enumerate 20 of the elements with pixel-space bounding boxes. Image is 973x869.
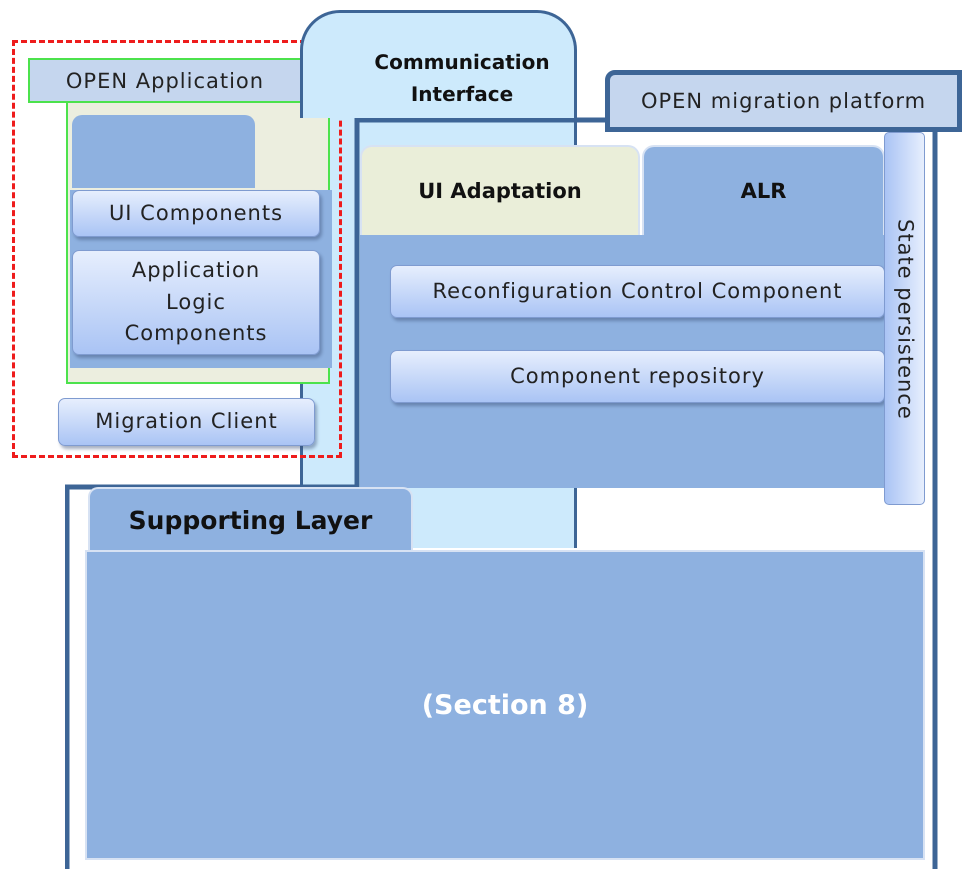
vertical-bar [884,132,925,505]
component-box: Application Logic Components [72,250,320,355]
component-box: Reconfiguration Control Component [390,265,885,318]
vertical-label: State persistence [892,218,918,422]
component-box: UI Components [72,190,320,237]
application-panel [28,58,330,384]
frame-title: OPEN migration platform [605,70,962,132]
interface-column [300,10,577,118]
component-box: Component repository [390,350,885,403]
layer-tab: Supporting Layer [88,487,413,552]
layer-body: (Section 8) [85,550,925,860]
module-panel [360,235,885,488]
blank-tab [72,115,255,188]
section-tab: ALR [642,145,885,235]
layer-panel [85,487,925,860]
panel-title: OPEN Application [28,58,302,103]
column-title: Communication Interface [373,49,551,108]
component-box: Migration Client [58,398,315,446]
dashed-boundary [12,40,342,458]
section-tab: UI Adaptation [360,145,640,235]
